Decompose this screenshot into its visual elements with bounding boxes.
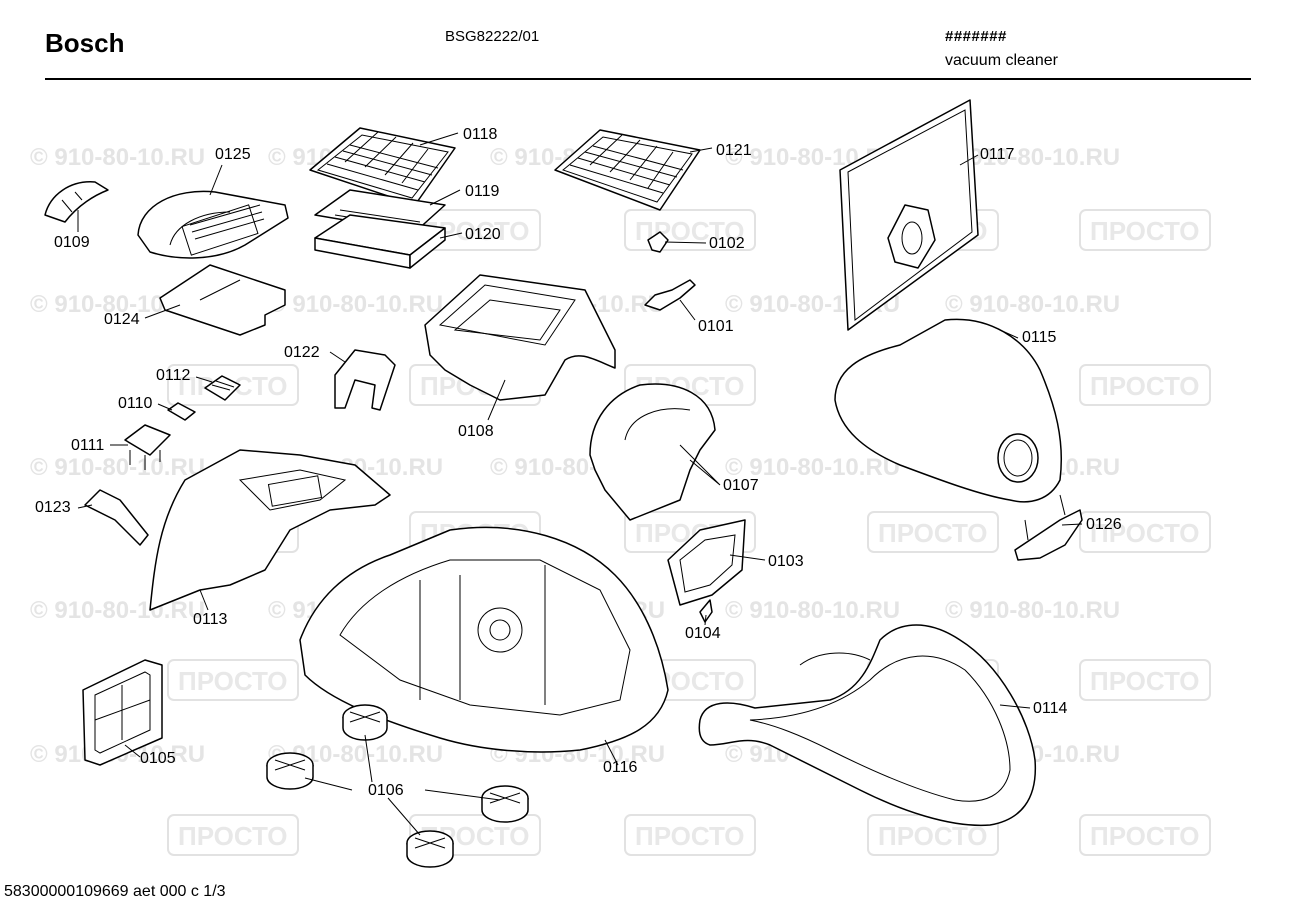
part-0103-bracket-frame[interactable] [667,519,746,606]
part-0109-handle[interactable] [44,181,109,223]
part-label-0116: 0116 [603,759,638,776]
part-0120-foam-block[interactable] [314,214,446,269]
part-0121-filter-grid[interactable] [554,129,701,211]
brand-title: Bosch [45,28,125,58]
part-label-0121: 0121 [716,142,752,159]
part-0105-filter-frame[interactable] [82,659,163,766]
part-label-0119: 0119 [465,183,500,200]
part-0124-gasket[interactable] [159,264,286,336]
part-label-0109: 0109 [54,234,90,251]
part-label-0115: 0115 [1022,329,1057,346]
watermark-logo: ПРОСТО [635,821,745,851]
part-label-0114: 0114 [1033,700,1068,717]
watermark-logo: ПРОСТО [1090,216,1200,246]
part-label-0112: 0112 [156,367,191,384]
part-label-0111: 0111 [71,437,104,454]
part-label-0107: 0107 [723,477,759,494]
part-0106-wheel[interactable] [406,830,454,868]
part-0115-top-lid[interactable] [834,318,1063,503]
part-label-0113: 0113 [193,611,228,628]
part-label-0125: 0125 [215,146,251,163]
part-label-0110: 0110 [118,395,153,412]
part-0108-filter-housing[interactable] [424,274,616,401]
part-label-0108: 0108 [458,423,494,440]
watermark-logo: ПРОСТО [1090,371,1200,401]
part-label-0101: 0101 [698,318,734,335]
leader-lines [77,132,1083,836]
part-label-0102: 0102 [709,235,745,252]
part-0126-grip[interactable] [1014,494,1083,561]
part-0117-dust-bag[interactable] [839,99,979,331]
part-0110-block[interactable] [167,402,196,421]
watermark-phone: © 910-80-10.RU [268,291,443,318]
part-0114-lower-frame[interactable] [698,624,1037,827]
watermark-phone: © 910-80-10.RU [945,597,1120,624]
watermark-phone: © 910-80-10.RU [30,144,205,171]
part-label-0103: 0103 [768,553,804,570]
part-label-0118: 0118 [463,126,498,143]
document-id: 58300000109669 aet 000 c 1/3 [4,883,226,900]
part-0113-upper-housing[interactable] [149,449,391,611]
part-0106-wheel[interactable] [481,785,529,823]
watermark-phone: © 910-80-10.RU [945,291,1120,318]
part-label-0126: 0126 [1086,516,1122,533]
watermark-logo: ПРОСТО [1090,518,1200,548]
part-0111-grille[interactable] [124,424,171,470]
part-labels: 0125 0118 0121 0117 0109 0119 0120 0102 … [35,126,1122,799]
model-number: BSG82222/01 [445,28,540,45]
part-0104-clip[interactable] [699,599,713,623]
watermark-logo: ПРОСТО [178,666,288,696]
watermark-logo: ПРОСТО [878,518,988,548]
part-label-0120: 0120 [465,226,501,243]
part-0123-latch[interactable] [84,489,149,546]
product-code: ####### [945,28,1007,45]
watermark-phone: © 910-80-10.RU [30,597,205,624]
part-0112-grille[interactable] [204,375,241,401]
part-label-0104: 0104 [685,625,721,642]
part-0118-filter-grid[interactable] [309,127,456,206]
part-label-0124: 0124 [104,311,140,328]
watermark-logo: ПРОСТО [1090,821,1200,851]
watermark-phone: © 910-80-10.RU [30,454,205,481]
part-0122-bracket[interactable] [334,349,396,411]
part-0106-wheel[interactable] [266,752,314,790]
product-type: vacuum cleaner [945,52,1058,69]
watermark-phone: © 910-80-10.RU [725,454,900,481]
watermark-logo: ПРОСТО [1090,666,1200,696]
part-0116-base-chassis[interactable] [299,526,669,753]
part-0101-latch[interactable] [644,279,696,311]
part-0106-wheel[interactable] [342,704,388,741]
part-label-0122: 0122 [284,344,320,361]
part-0125-cover[interactable] [137,190,289,259]
watermark-logo: ПРОСТО [878,821,988,851]
part-0107-shroud[interactable] [589,383,716,521]
part-label-0105: 0105 [140,750,176,767]
header-divider [45,78,1251,80]
part-label-0106: 0106 [368,782,404,799]
watermark-phone: © 910-80-10.RU [725,597,900,624]
part-label-0117: 0117 [980,146,1015,163]
part-0102-clip[interactable] [647,231,669,253]
watermark-logo: ПРОСТО [178,821,288,851]
part-label-0123: 0123 [35,499,71,516]
